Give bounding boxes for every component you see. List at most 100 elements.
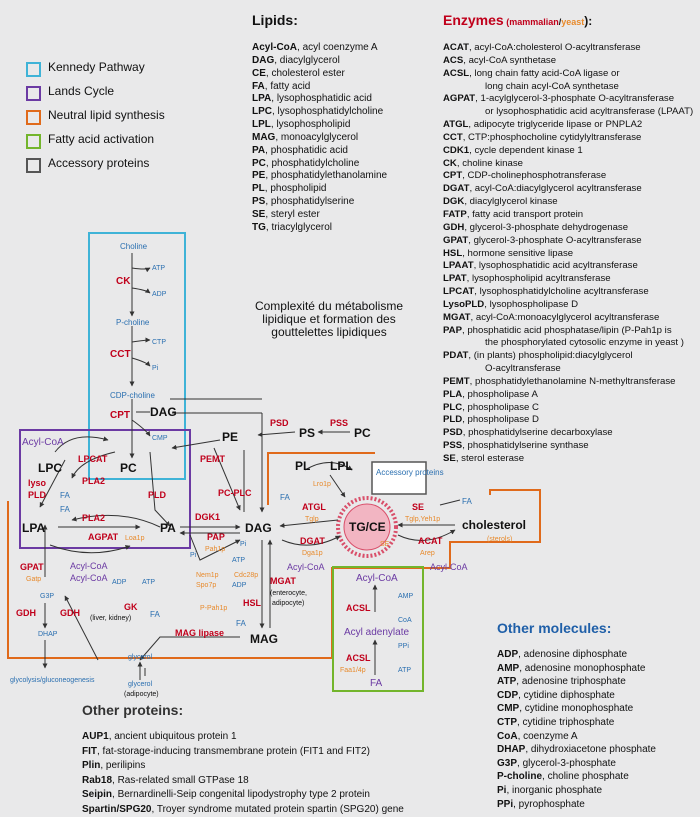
list-item: HSL, hormone sensitive lipase: [443, 248, 693, 261]
list-item: PLC, phospholipase C: [443, 402, 693, 415]
list-item-definition: , dihydroxiacetone phosphate: [525, 744, 656, 756]
legend-swatch-activation: [26, 134, 41, 149]
enzyme-hsl: HSL: [243, 598, 262, 608]
list-item-definition: , coenzyme A: [517, 730, 578, 742]
list-item-abbr: PEMT: [443, 375, 470, 387]
cofactor-atp-activation: ATP: [398, 667, 411, 674]
list-item-definition: , phosphatidic acid phosphatase/lipin (P…: [462, 324, 672, 336]
list-item-abbr: Rab18: [82, 774, 113, 786]
metabolite-mag: MAG: [250, 632, 278, 646]
metabolite-tg-ce: TG/CE: [349, 520, 386, 534]
list-item-abbr: PLD: [443, 414, 463, 426]
cofactor-atp: ATP: [152, 265, 165, 272]
enzyme-cdc28p: Cdc28p: [234, 572, 258, 579]
cofactor-pi-3: Pi: [190, 552, 197, 559]
list-item: PDAT, (in plants) phospholipid:diacylgly…: [443, 350, 693, 363]
list-item-definition: , cytidine triphosphate: [517, 716, 615, 728]
list-item-abbr: PLA: [443, 388, 463, 400]
cofactor-atp-2: ATP: [232, 557, 245, 564]
list-item: Acyl-CoA, acyl coenzyme A: [252, 42, 387, 55]
enzyme-acat: ACAT: [418, 536, 443, 546]
list-item-definition: , choline kinase: [456, 157, 523, 169]
other-proteins-title: Other proteins:: [82, 702, 184, 718]
list-item: ATP, adenosine triphosphate: [497, 675, 656, 689]
enzyme-dga1p: Dga1p: [302, 550, 323, 557]
list-item-definition: , sterol esterase: [455, 453, 525, 464]
legend-swatch-lands: [26, 86, 41, 101]
list-item-definition: , phosphatidylcholine: [265, 157, 360, 169]
list-item-abbr: DGAT: [443, 183, 470, 195]
cofactor-ctp: CTP: [152, 339, 166, 346]
enzyme-gatp: Gatp: [26, 576, 41, 583]
legend-label: Neutral lipid synthesis: [48, 108, 165, 122]
list-item-abbr: LPC: [252, 106, 272, 118]
list-item: PSS, phosphatidylserine synthase: [443, 440, 693, 453]
metabolite-fa-6: FA: [150, 610, 160, 619]
enzymes-title-text: Enzymes: [443, 12, 504, 28]
metabolite-fa-4: FA: [462, 497, 472, 506]
enzyme-lro1p: Lro1p: [313, 481, 331, 488]
list-item: PS, phosphatidylserine: [252, 196, 387, 209]
enzymes-list: ACAT, acyl-CoA:cholesterol O-acyltransfe…: [443, 42, 693, 466]
list-item-abbr: ACS: [443, 54, 464, 66]
cofactor-adp-3: ADP: [112, 579, 127, 586]
accessory-proteins-box: [371, 461, 427, 495]
label-gk-note: (liver, kidney): [90, 615, 131, 622]
metabolite-fa-activation: FA: [370, 678, 383, 689]
list-item-abbr: ATGL: [443, 119, 469, 131]
list-item-abbr: LPAT: [443, 273, 467, 285]
list-item: LPA, lysophosphatidic acid: [252, 93, 387, 106]
list-item-abbr: PLC: [443, 401, 463, 413]
list-item-definition: , lysophosphatidic acid: [271, 93, 372, 105]
metabolite-lpa: LPA: [22, 521, 45, 535]
list-item: Pi, inorganic phosphate: [497, 784, 656, 798]
list-item: GPAT, glycerol-3-phosphate O-acyltransfe…: [443, 235, 693, 248]
list-item: MGAT, acyl-CoA:monoacylglycerol acyltran…: [443, 312, 693, 325]
enzymes-qualifier-close: ):: [584, 14, 593, 28]
list-item: ATGL, adipocyte triglyceride lipase or P…: [443, 119, 693, 132]
list-item: DAG, diacylglycerol: [252, 55, 387, 68]
legend-label: Kennedy Pathway: [48, 60, 145, 74]
enzyme-gdh-1: GDH: [16, 608, 36, 618]
list-item: LPAT, lysophospholipid acyltransferase: [443, 273, 693, 286]
list-item: CMP, cytidine monophosphate: [497, 702, 656, 716]
enzyme-agpat: AGPAT: [88, 532, 119, 542]
list-item-abbr: MGAT: [443, 311, 471, 323]
list-item-definition: , cytidine diphosphate: [518, 689, 615, 701]
list-item-definition: , acyl coenzyme A: [297, 42, 378, 53]
list-item-definition: , pyrophosphate: [513, 798, 585, 810]
list-item-abbr: ACAT: [443, 42, 469, 53]
list-item-definition: , glycerol-3-phosphate O-acyltransferase: [468, 234, 642, 246]
accessory-label-text: Accessory proteins: [376, 468, 444, 477]
list-item-abbr: PDAT: [443, 350, 469, 362]
enzyme-cct: CCT: [110, 349, 131, 360]
list-item: CDK1, cycle dependent kinase 1: [443, 145, 693, 158]
list-item: ACAT, acyl-CoA:cholesterol O-acyltransfe…: [443, 42, 693, 55]
metabolite-choline: Choline: [120, 242, 148, 251]
metabolite-acyl-adenylate: Acyl adenylate: [344, 627, 409, 638]
list-item-abbr: GDH: [443, 221, 465, 233]
legend-swatch-neutral: [26, 110, 41, 125]
enzymes-qualifier-mammalian: mammalian: [509, 17, 559, 27]
list-item-definition: , (in plants) phospholipid:diacylglycero…: [468, 350, 633, 362]
enzyme-lpcat: LPCAT: [78, 454, 108, 464]
list-item-definition: , acyl-CoA:monoacylglycerol acyltransfer…: [470, 311, 660, 323]
legend-label: Lands Cycle: [48, 84, 115, 98]
enzyme-ck: CK: [116, 276, 131, 287]
list-item: CTP, cytidine triphosphate: [497, 716, 656, 730]
enzyme-gk: GK: [124, 602, 138, 612]
list-item-definition: , phosphatidylethanolamine N-methyltrans…: [469, 375, 676, 387]
list-item-abbr: PPi: [497, 798, 514, 810]
list-item-definition: , phosphatidylserine: [265, 196, 355, 208]
list-item-definition: , adenosine monophosphate: [519, 662, 646, 674]
list-item: long chain acyl-CoA synthetase: [443, 81, 693, 94]
cofactor-cmp: CMP: [152, 435, 168, 442]
list-item-abbr: LPCAT: [443, 286, 475, 298]
list-item: ACSL, long chain fatty acid-CoA ligase o…: [443, 68, 693, 81]
list-item-definition: , phospholipase A: [462, 388, 538, 400]
list-item-abbr: ADP: [497, 649, 519, 660]
enzymes-qualifier-open: (: [503, 17, 510, 27]
list-item-abbr: CDK1: [443, 144, 470, 156]
